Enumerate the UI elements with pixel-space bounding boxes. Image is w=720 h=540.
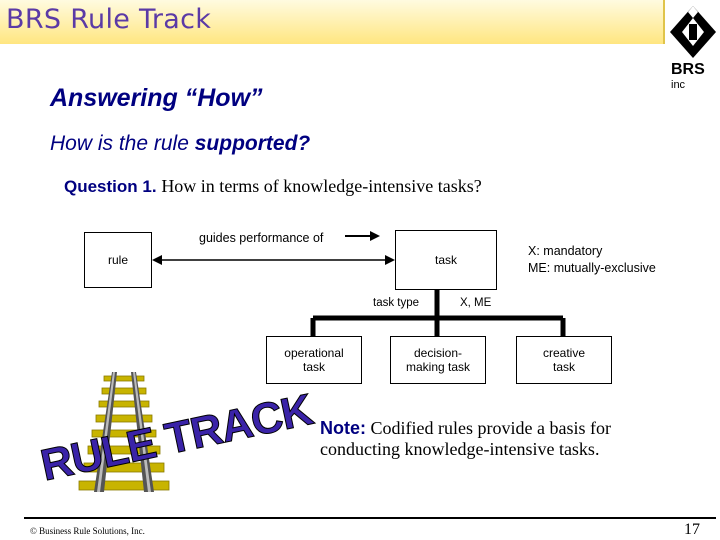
question-label: Question 1. — [64, 177, 157, 196]
relation-label: guides performance of — [199, 231, 324, 245]
subheading-bold: supported? — [194, 132, 311, 155]
note-label: Note: — [320, 418, 366, 438]
subheading-italic: How is the rule — [50, 132, 189, 155]
subtype-label: operational task — [284, 346, 344, 374]
slide-header-title: BRS Rule Track — [6, 4, 212, 35]
subtype-label: creative task — [542, 346, 586, 374]
note-text: Codified rules provide a basis for condu… — [320, 418, 611, 459]
rule-box-label: rule — [107, 253, 128, 267]
connector-arrowhead-left — [152, 255, 162, 265]
subtype-decision-making-task: decision-making task — [390, 336, 486, 384]
logo-sub: inc — [671, 79, 686, 91]
brs-logo: BRS inc — [668, 4, 718, 91]
footer-divider — [24, 517, 716, 519]
subtype-label: decision-making task — [405, 346, 471, 374]
subtype-operational-task: operational task — [266, 336, 362, 384]
connector-arrowhead-right — [385, 255, 395, 265]
title-bar: BRS Rule Track — [0, 0, 665, 44]
question: Question 1. How in terms of knowledge-in… — [64, 176, 482, 197]
task-box: task — [395, 230, 497, 290]
title-bar-divider — [663, 0, 665, 44]
brs-diamond-icon — [670, 6, 716, 58]
constraint-label: X, ME — [460, 297, 492, 309]
rule-track-logo-text: RULE TRACK — [36, 385, 317, 491]
copyright: © Business Rule Solutions, Inc. — [30, 526, 145, 536]
task-type-label: task type — [373, 297, 420, 309]
question-text: How in terms of knowledge-intensive task… — [161, 176, 482, 196]
subtype-creative-task: creative task — [516, 336, 612, 384]
relation-direction-arrowhead — [370, 231, 380, 241]
logo-name: BRS — [671, 61, 705, 78]
rule-box: rule — [84, 232, 152, 288]
slide-subheading: How is the rule supported? — [50, 132, 310, 156]
task-box-label: task — [434, 253, 457, 267]
note: Note: Codified rules provide a basis for… — [320, 418, 680, 460]
railroad-track-icon — [78, 372, 170, 492]
legend-mutually-exclusive: ME: mutually-exclusive — [528, 261, 656, 275]
page-number: 17 — [684, 521, 700, 538]
legend-mandatory: X: mandatory — [528, 244, 603, 258]
slide-heading: Answering “How” — [50, 84, 263, 112]
